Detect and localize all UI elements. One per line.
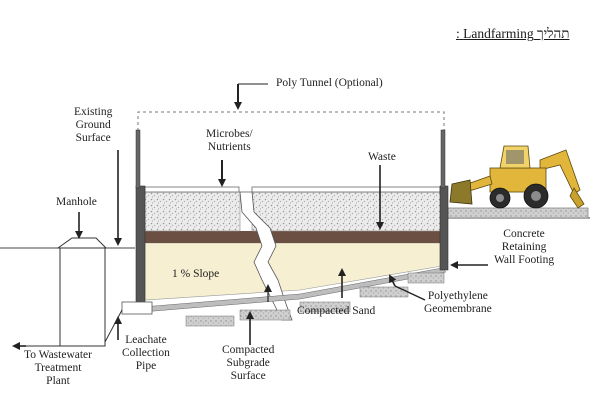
label-existing-ground: Existing Ground Surface [74,106,113,144]
pipe-line [104,309,123,343]
label-poly-tunnel: Poly Tunnel (Optional) [276,77,383,89]
label-compacted-subgrade: Compacted Subgrade Surface [222,344,275,382]
retaining-wall-right [439,185,449,271]
label-compacted-sand: Compacted Sand [297,305,376,317]
crack [239,191,293,321]
excavator-icon [449,145,585,209]
subgrade-block-2 [239,309,291,321]
label-to-wastewater: To Wastewater Treatment Plant [24,349,92,387]
arrow-polyethylene-head [389,274,397,287]
arrow-polyethylene [394,285,426,301]
leachate-pipe [121,301,153,315]
title-hebrew: תהליך [537,26,570,41]
tunnel-post-left [135,129,141,189]
label-microbes: Microbes/ Nutrients [206,128,253,153]
label-polyethylene: Polyethylene Geomembrane [424,290,492,315]
label-concrete-wall: Concrete Retaining Wall Footing [494,228,555,266]
waste-top-cover-left [144,186,240,193]
label-waste: Waste [368,151,396,163]
manhole-icon [56,237,108,347]
soil-band [145,231,442,243]
label-slope: 1 % Slope [172,268,220,280]
subgrade-block-3 [299,301,351,313]
diagram-title: : Landfarming תהליך [456,26,569,42]
title-prefix: : [456,26,460,41]
label-leachate-pipe: Leachate Collection Pipe [122,334,170,372]
waste-top-cover-right [251,186,441,193]
waste-layer-left [144,191,241,232]
subgrade-block-1 [185,315,235,327]
retaining-wall-left [135,185,146,307]
tunnel-post-right [440,129,446,189]
waste-layer-right [251,191,443,232]
title-main: Landfarming [463,26,534,41]
ground-pad-right [447,207,589,219]
poly-tunnel-outline [137,111,445,185]
subgrade-block-5 [407,272,445,284]
label-manhole: Manhole [56,196,97,208]
